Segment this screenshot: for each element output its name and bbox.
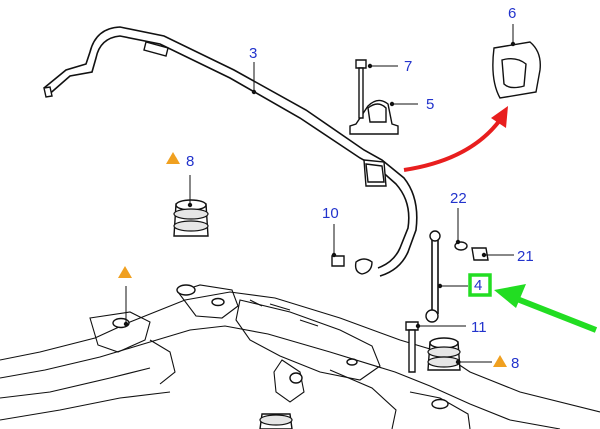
warning-triangle-icon (493, 355, 507, 367)
bolt-10 (331, 255, 345, 267)
warning-triangle-icon (166, 152, 180, 164)
callout-6: 6 (508, 5, 516, 22)
highlight-box (468, 273, 492, 297)
bushing-6 (492, 41, 541, 99)
mount-hole (431, 398, 449, 410)
callout-10: 10 (322, 205, 339, 222)
red-curved-arrow (403, 106, 508, 172)
warning-triangle-icon (118, 266, 132, 278)
callout-5: 5 (426, 96, 434, 113)
callout-11: 11 (471, 319, 487, 336)
callout-22: 22 (450, 190, 467, 207)
mount-hole (211, 297, 225, 307)
mount-hole (289, 372, 303, 384)
mount-hole (176, 284, 196, 296)
callout-8-bottom: 8 (511, 355, 519, 372)
bracket-5 (349, 99, 399, 135)
leader-lines (123, 24, 516, 365)
bolt-11 (405, 321, 419, 373)
callout-8-top: 8 (186, 153, 194, 170)
bar-bushing (363, 159, 387, 187)
callout-4: 4 (474, 277, 482, 294)
bushing-8-bottom (427, 337, 461, 371)
stabilizer-link-4 (425, 230, 441, 323)
callout-21: 21 (517, 248, 534, 265)
mount-hole (346, 358, 358, 366)
stabilizer-bar (43, 26, 418, 277)
callout-3: 3 (249, 45, 257, 62)
callout-7: 7 (404, 58, 412, 75)
subframe (0, 284, 600, 429)
bushing-partial (259, 413, 293, 429)
green-arrow (494, 284, 598, 333)
bolt-7 (355, 59, 367, 119)
